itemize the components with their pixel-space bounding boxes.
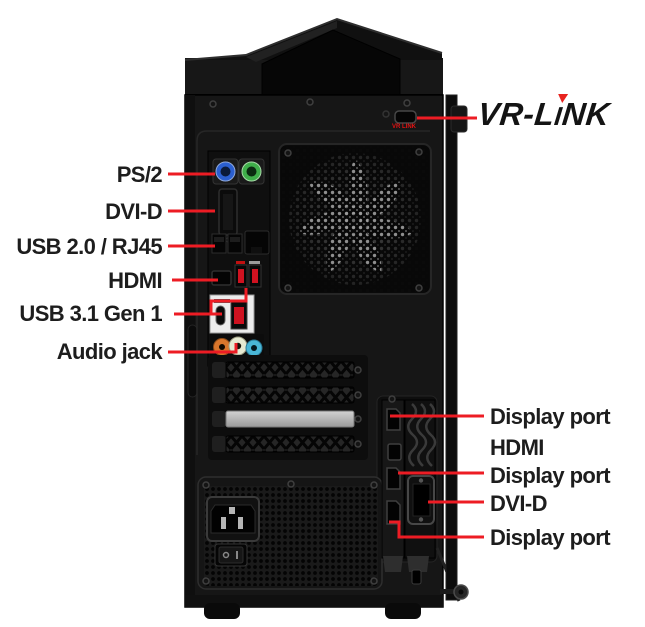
ps2-ports bbox=[212, 158, 265, 185]
case-foot-right bbox=[385, 603, 421, 619]
displayport-2 bbox=[386, 467, 401, 490]
gpu-hdmi-port bbox=[387, 443, 402, 461]
slot-cover-solid bbox=[225, 410, 355, 428]
callout-lines bbox=[168, 116, 484, 539]
label-ps2: PS/2 bbox=[116, 162, 163, 187]
label-usb2-rj45: USB 2.0 / RJ45 bbox=[16, 234, 162, 259]
side-panel-handle bbox=[187, 324, 198, 398]
label-hdmi-right: HDMI bbox=[490, 435, 544, 460]
usb31-gen2-red-ports bbox=[234, 261, 262, 288]
rear-fan-grille bbox=[278, 143, 432, 295]
side-panel-edge bbox=[435, 94, 469, 602]
io-shield bbox=[207, 150, 271, 367]
hdmi-port-motherboard bbox=[211, 270, 232, 286]
red-triangle-icon bbox=[556, 94, 568, 103]
vr-port-sublabel: VR LINK bbox=[392, 124, 416, 130]
vr-link-port bbox=[382, 110, 417, 124]
gpu-bracket-tab bbox=[407, 556, 429, 572]
case-top-crown bbox=[184, 17, 443, 96]
vr-link-logo-part1: VR-L bbox=[476, 96, 557, 132]
power-switch bbox=[214, 543, 248, 567]
psu bbox=[197, 476, 383, 590]
vr-link-logo-part3: NK bbox=[560, 96, 612, 132]
displayport-3 bbox=[386, 500, 401, 525]
callout-bracket-usb31 bbox=[209, 288, 248, 314]
label-dvi-d-right: DVI-D bbox=[490, 491, 547, 516]
label-displayport-2: Display port bbox=[490, 463, 611, 488]
case-foot-left bbox=[204, 603, 240, 619]
label-displayport-3: Display port bbox=[490, 525, 611, 550]
label-dvi-d-left: DVI-D bbox=[105, 199, 162, 224]
usb2-rj45-ports bbox=[211, 230, 270, 255]
label-audio-jack: Audio jack bbox=[56, 339, 163, 364]
label-hdmi-left: HDMI bbox=[108, 268, 162, 293]
callout-line-audio bbox=[168, 343, 238, 354]
gpu-bracket-tab bbox=[383, 556, 403, 572]
displayport-1 bbox=[386, 408, 401, 431]
label-displayport-1: Display port bbox=[490, 404, 611, 429]
label-usb31-gen1: USB 3.1 Gen 1 bbox=[19, 301, 162, 326]
gpu-dvi-port bbox=[407, 475, 435, 525]
gpu-ports bbox=[381, 399, 437, 572]
callout-line-displayport-3 bbox=[389, 520, 484, 539]
power-inlet bbox=[206, 496, 260, 542]
screws bbox=[202, 98, 423, 585]
kensington-lock-slot bbox=[411, 569, 422, 585]
expansion-slots bbox=[208, 355, 368, 460]
